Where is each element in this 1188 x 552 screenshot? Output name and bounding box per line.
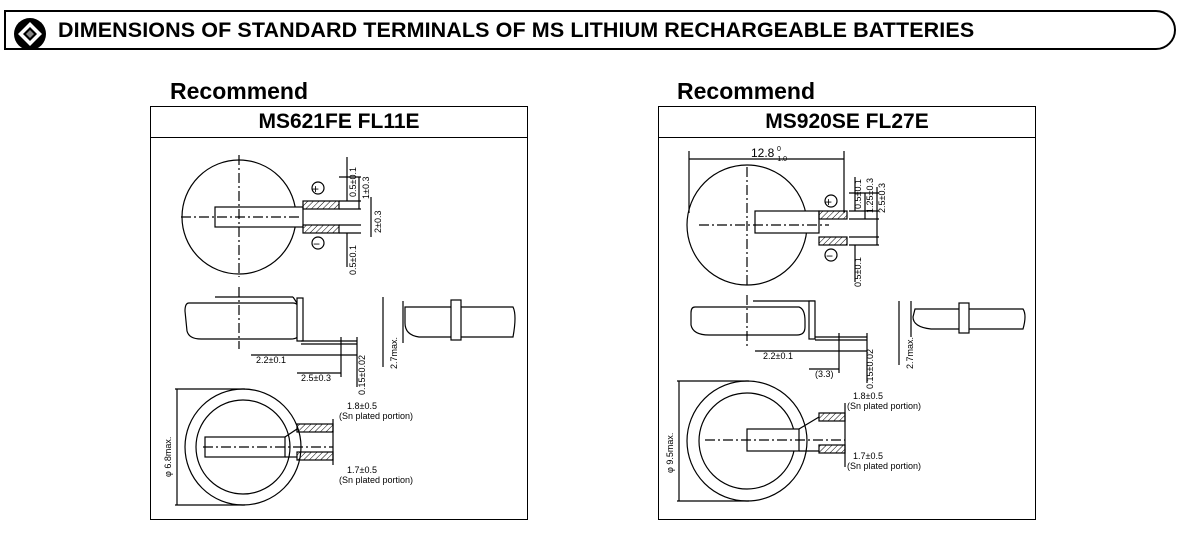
dim-label: 1.7±0.5	[347, 465, 377, 475]
dim-label: (Sn plated portion)	[339, 475, 413, 485]
dim-label: 0	[777, 146, 781, 153]
dim-label: (Sn plated portion)	[339, 411, 413, 421]
dim-label: 1±0.3	[361, 177, 371, 199]
recommend-label-right: Recommend	[677, 78, 816, 104]
dim-label: 1.25±0.3	[865, 178, 875, 213]
dim-label: 2.5±0.3	[301, 373, 331, 383]
diamond-emblem-icon	[14, 18, 46, 50]
plus-symbol: +	[312, 182, 319, 196]
dim-label: 12.8	[751, 146, 775, 160]
dim-label: 1.7±0.5	[853, 451, 883, 461]
recommend-label-left: Recommend	[170, 78, 309, 104]
dim-label: (Sn plated portion)	[847, 401, 921, 411]
dim-label: 0.5±0.1	[348, 245, 358, 275]
dim-label: 2.2±0.1	[256, 355, 286, 365]
section-header: DIMENSIONS OF STANDARD TERMINALS OF MS L…	[4, 10, 1176, 50]
plus-symbol: +	[825, 195, 832, 209]
panel-ms621fe: MS621FE FL11E	[150, 106, 528, 520]
dim-label: 2.2±0.1	[763, 351, 793, 361]
dim-label: 2±0.3	[373, 211, 383, 233]
dim-label: 2.7max.	[905, 337, 915, 369]
dim-label: 0.5±0.1	[853, 257, 863, 287]
dim-label: 1.8±0.5	[853, 391, 883, 401]
dim-label: 1.8±0.5	[347, 401, 377, 411]
dim-label: φ 9.5max.	[665, 433, 675, 473]
dim-label: φ 6.8max.	[163, 437, 173, 477]
panel-title-ms621fe: MS621FE FL11E	[151, 107, 527, 138]
ms920se-drawing: 12.8 0 -1.0 + − 0.5±0.1 1.25±0.3 2.5±0.3…	[665, 146, 1026, 502]
header-title: DIMENSIONS OF STANDARD TERMINALS OF MS L…	[58, 18, 975, 42]
panel-ms920se: MS920SE FL27E	[658, 106, 1036, 520]
panel-title-ms920se: MS920SE FL27E	[659, 107, 1035, 138]
dim-label: 2.5±0.3	[877, 183, 887, 213]
dim-label: -1.0	[775, 156, 787, 163]
dim-label: 0.15±0.02	[357, 355, 367, 395]
dim-label: 0.5±0.1	[348, 167, 358, 197]
dim-label: (Sn plated portion)	[847, 461, 921, 471]
dim-label: 0.5±0.1	[853, 179, 863, 209]
ms621fe-drawing: + − 0.5±0.1 1±0.3 2±0.3 0.5±0.1 2.2±0.1 …	[163, 155, 516, 506]
dim-label: 2.7max.	[389, 337, 399, 369]
minus-symbol: −	[826, 249, 833, 263]
dim-label: (3.3)	[815, 369, 834, 379]
minus-symbol: −	[313, 237, 320, 251]
dim-label: 0.15±0.02	[865, 349, 875, 389]
